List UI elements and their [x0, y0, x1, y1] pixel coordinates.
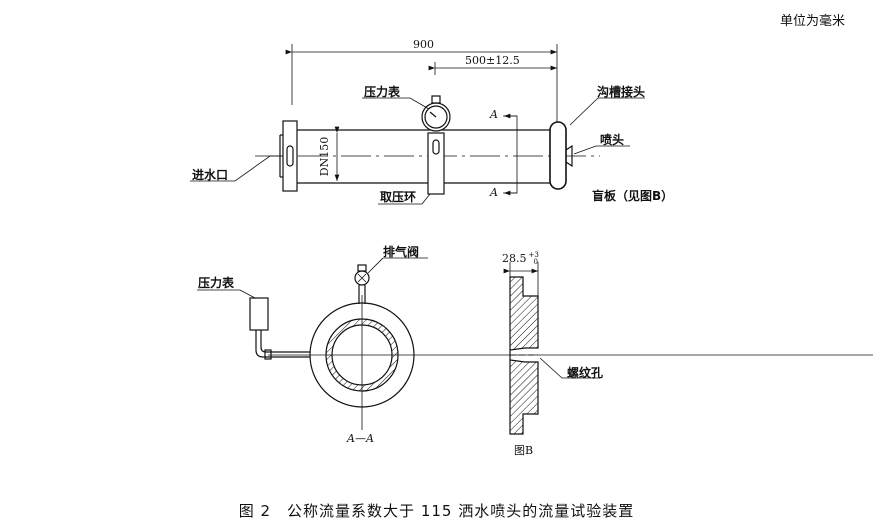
- label-figure-b: 图B: [514, 444, 534, 457]
- groove-joint: [549, 121, 567, 190]
- label-pipe-size: DN150: [318, 136, 332, 177]
- label-vent-valve: 排气阀: [383, 245, 420, 259]
- dim-total: 900: [413, 38, 434, 51]
- unit-note: 单位为毫米: [780, 14, 846, 29]
- tolerance-upper: +3: [528, 251, 539, 259]
- section-mark-top: A: [490, 108, 498, 121]
- label-pressure-ring: 取压环: [380, 190, 417, 204]
- label-pressure-gauge-section: 压力表: [198, 276, 235, 290]
- dimension-lines: [285, 44, 558, 196]
- label-inlet: 进水口: [192, 168, 229, 182]
- nozzle: [565, 144, 573, 168]
- leader-lines-top: [190, 97, 645, 205]
- section-mark-bottom: A: [490, 186, 498, 199]
- dim-thickness-value: 28.5: [502, 252, 527, 265]
- leader-lines-bottom: [197, 257, 428, 299]
- label-groove-joint: 沟槽接头: [597, 85, 646, 99]
- label-pressure-gauge-top: 压力表: [364, 85, 401, 99]
- blind-plate-detail: [503, 262, 600, 435]
- figure-caption: 图 2 公称流量系数大于 115 洒水喷头的流量试验装置: [238, 502, 635, 520]
- label-section-a-a: A—A: [347, 432, 374, 445]
- dim-partial: 500±12.5: [465, 54, 520, 67]
- tolerance-lower: 0: [533, 258, 538, 266]
- label-blind-plate: 盲板（见图B）: [592, 189, 674, 203]
- section-a-a: [249, 264, 873, 430]
- pressure-gauge-top: [421, 95, 451, 195]
- label-nozzle: 喷头: [600, 133, 625, 147]
- label-threaded-hole: 螺纹孔: [567, 366, 604, 380]
